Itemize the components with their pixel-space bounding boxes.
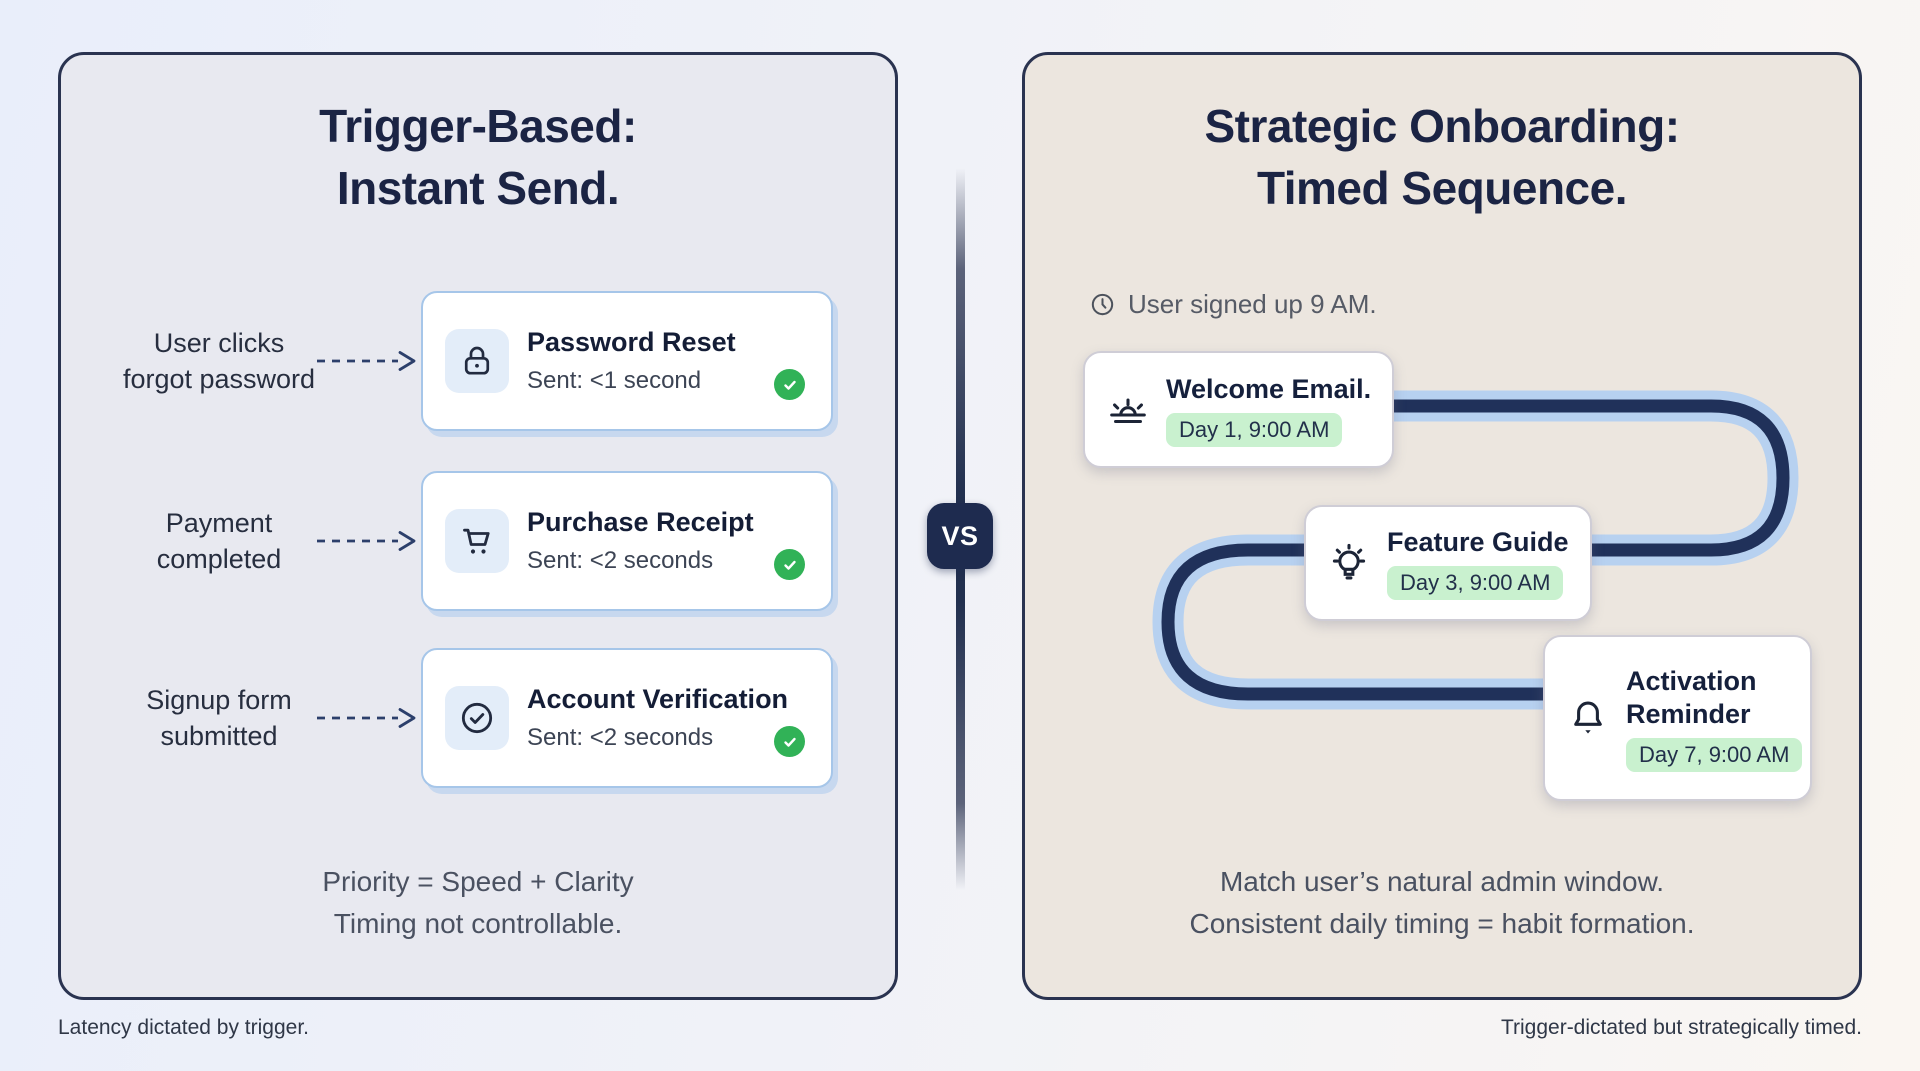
left-title-line2: Instant Send. [336, 162, 620, 214]
step-card-feature-guide: Feature Guide Day 3, 9:00 AM [1304, 505, 1592, 621]
lightbulb-icon [1332, 543, 1366, 580]
dashed-arrow-icon [317, 708, 416, 728]
card-subtitle: Sent: <2 seconds [527, 547, 714, 574]
lock-icon [445, 329, 509, 393]
left-caption: Latency dictated by trigger. [58, 1016, 309, 1039]
step-card-welcome-email: Welcome Email. Day 1, 9:00 AM [1083, 351, 1394, 468]
step-text: Activation Reminder Day 7, 9:00 AM [1626, 665, 1803, 772]
cart-icon [445, 509, 509, 573]
card-text: Password Reset Sent: <1 second [527, 327, 736, 395]
strategic-onboarding-panel: Strategic Onboarding: Timed Sequence. Us… [1022, 52, 1862, 1000]
dashed-arrow-icon [317, 531, 416, 551]
step-text: Feature Guide Day 3, 9:00 AM [1387, 526, 1569, 600]
trigger-text-line1: Payment [165, 508, 273, 538]
trigger-text-line2: submitted [160, 721, 278, 751]
right-panel-footer: Match user’s natural admin window. Consi… [1025, 861, 1859, 945]
step-schedule-badge: Day 3, 9:00 AM [1387, 566, 1564, 600]
trigger-text-line1: Signup form [146, 685, 292, 715]
right-title-line2: Timed Sequence. [1256, 162, 1628, 214]
left-footer-line2: Timing not controllable. [333, 908, 623, 939]
signup-note: User signed up 9 AM. [1089, 289, 1377, 320]
step-schedule-badge: Day 7, 9:00 AM [1626, 737, 1803, 772]
card-text: Purchase Receipt Sent: <2 seconds [527, 507, 754, 575]
left-panel-footer: Priority = Speed + Clarity Timing not co… [61, 861, 895, 945]
step-title: Feature Guide [1387, 527, 1569, 557]
trigger-label: Signup form submitted [79, 682, 359, 754]
step-text: Welcome Email. Day 1, 9:00 AM [1166, 373, 1371, 447]
step-schedule-badge: Day 1, 9:00 AM [1166, 412, 1343, 447]
check-circle-icon [774, 369, 805, 400]
card-title: Password Reset [527, 327, 736, 357]
trigger-text-line1: User clicks [153, 328, 285, 358]
step-title: Activation Reminder [1626, 665, 1757, 729]
clock-icon [1091, 293, 1114, 316]
trigger-label: User clicks forgot password [79, 325, 359, 397]
check-circle-icon [774, 549, 805, 580]
card-title: Purchase Receipt [527, 507, 754, 537]
right-footer-line1: Match user’s natural admin window. [1219, 866, 1665, 897]
card-title: Account Verification [527, 684, 789, 714]
dashed-arrow-icon [317, 351, 416, 371]
left-title-line1: Trigger-Based: [319, 100, 637, 152]
left-footer-line1: Priority = Speed + Clarity [322, 866, 634, 897]
email-card-account-verification: Account Verification Sent: <2 seconds [421, 648, 833, 788]
card-subtitle: Sent: <1 second [527, 367, 702, 394]
vs-badge: VS [927, 503, 993, 569]
right-title-line1: Strategic Onboarding: [1204, 100, 1680, 152]
email-card-password-reset: Password Reset Sent: <1 second [421, 291, 833, 431]
trigger-text-line2: forgot password [122, 364, 316, 394]
email-card-purchase-receipt: Purchase Receipt Sent: <2 seconds [421, 471, 833, 611]
sunrise-icon [1110, 398, 1146, 423]
right-footer-line2: Consistent daily timing = habit formatio… [1189, 908, 1695, 939]
signup-note-text: User signed up 9 AM. [1128, 289, 1377, 319]
right-panel-title: Strategic Onboarding: Timed Sequence. [1025, 95, 1859, 219]
card-subtitle: Sent: <2 seconds [527, 724, 714, 751]
bell-icon [1574, 701, 1602, 734]
card-text: Account Verification Sent: <2 seconds [527, 684, 788, 752]
circle-check-icon [445, 686, 509, 750]
right-caption: Trigger-dictated but strategically timed… [1500, 1016, 1862, 1039]
check-circle-icon [774, 726, 805, 757]
step-title: Welcome Email. [1166, 373, 1372, 404]
trigger-based-panel: Trigger-Based: Instant Send. User clicks… [58, 52, 898, 1000]
trigger-text-line2: completed [156, 544, 282, 574]
trigger-label: Payment completed [79, 505, 359, 577]
left-panel-title: Trigger-Based: Instant Send. [61, 95, 895, 219]
step-card-activation-reminder: Activation Reminder Day 7, 9:00 AM [1543, 635, 1812, 801]
